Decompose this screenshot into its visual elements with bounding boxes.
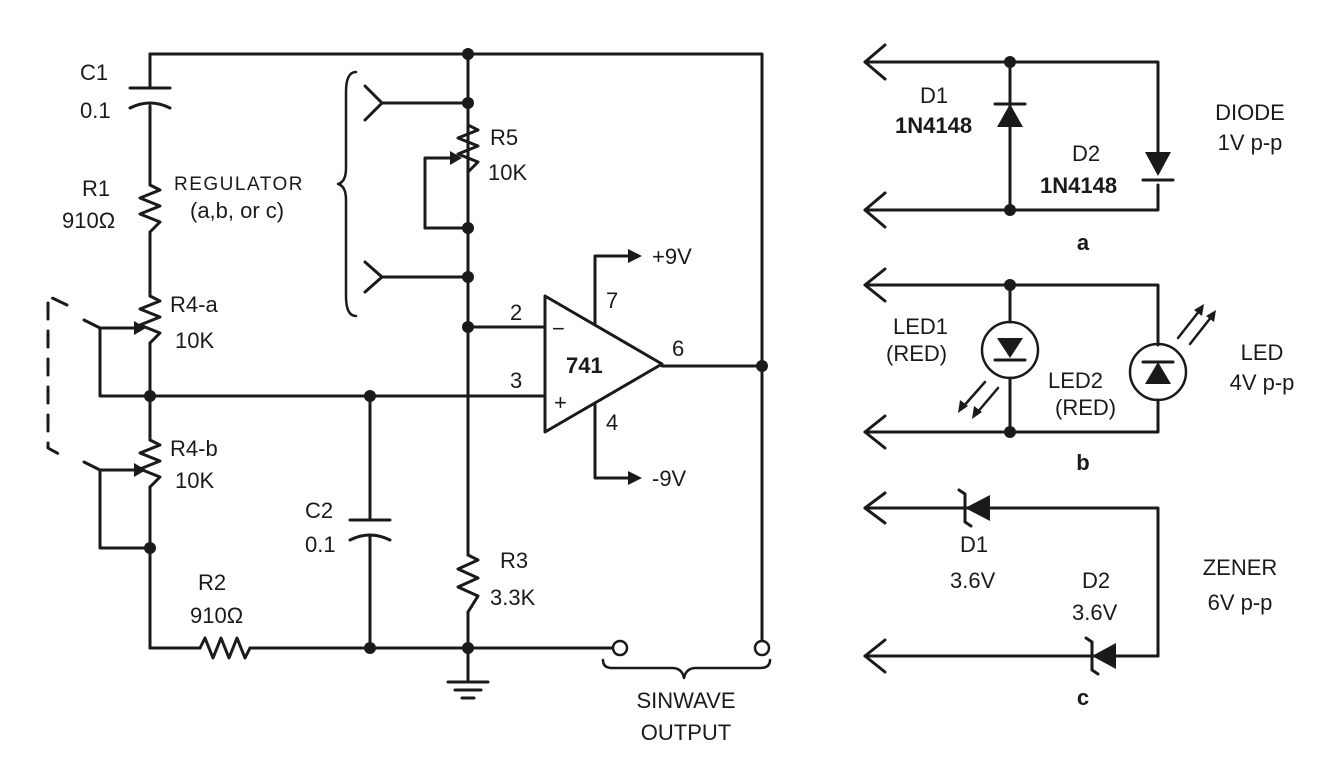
opamp-name: 741 bbox=[566, 353, 603, 378]
r3-name: R3 bbox=[500, 548, 528, 573]
b-led1-color: (RED) bbox=[886, 341, 947, 366]
junction-dots bbox=[144, 48, 768, 654]
r2-value: 910Ω bbox=[190, 603, 243, 628]
supply-negative: -9V bbox=[652, 466, 687, 491]
capacitor-c2: C2 0.1 bbox=[305, 394, 392, 650]
c-d2-name: D2 bbox=[1082, 568, 1110, 593]
a-type-label: DIODE bbox=[1215, 100, 1285, 125]
resistor-r1: R1 910Ω bbox=[62, 176, 162, 234]
c-type-label: ZENER bbox=[1203, 555, 1278, 580]
regulator-option-b: LED1 (RED) LED2 (RED) LED 4V p-p b bbox=[863, 267, 1295, 475]
b-led2-color: (RED) bbox=[1055, 395, 1116, 420]
c-tag: c bbox=[1077, 685, 1089, 710]
regulator-option-a: D1 1N4148 D2 1N4148 DIODE 1V p-p a bbox=[863, 43, 1285, 255]
b-type-label: LED bbox=[1241, 340, 1284, 365]
opamp-minus: − bbox=[552, 316, 565, 341]
regulator-brace bbox=[336, 70, 358, 318]
c2-name: C2 bbox=[305, 498, 333, 523]
supply-positive: +9V bbox=[652, 244, 692, 269]
opamp-pin-3: 3 bbox=[510, 368, 522, 393]
b-led2-name: LED2 bbox=[1048, 368, 1103, 393]
resistor-r3: R3 3.3K bbox=[456, 548, 536, 614]
c-d1-name: D1 bbox=[960, 532, 988, 557]
regulator-option-c: D1 3.6V D2 3.6V ZENER 6V p-p c bbox=[863, 488, 1278, 710]
c-level: 6V p-p bbox=[1208, 590, 1273, 615]
r2-name: R2 bbox=[198, 570, 226, 595]
r4b-value: 10K bbox=[175, 468, 214, 493]
led2 bbox=[1128, 304, 1216, 402]
a-d2-part: 1N4148 bbox=[1040, 173, 1117, 198]
opamp-plus: + bbox=[554, 390, 567, 415]
opamp-pin-7: 7 bbox=[606, 288, 618, 313]
opamp-pin-6: 6 bbox=[672, 336, 684, 361]
a-tag: a bbox=[1077, 230, 1090, 255]
c-d2-voltage: 3.6V bbox=[1072, 600, 1118, 625]
output-terminal-signal bbox=[753, 639, 771, 657]
diode-a-d2 bbox=[1141, 152, 1175, 182]
capacitor-c1: C1 0.1 bbox=[80, 60, 172, 123]
b-tag: b bbox=[1076, 450, 1089, 475]
potentiometer-r4a: R4-a 10K bbox=[82, 292, 218, 398]
a-d1-part: 1N4148 bbox=[895, 113, 972, 138]
output-label-line2: OUTPUT bbox=[641, 720, 731, 745]
ground-symbol bbox=[446, 680, 490, 700]
r5-value: 10K bbox=[488, 160, 527, 185]
r4a-name: R4-a bbox=[170, 292, 218, 317]
potentiometer-r4b: R4-b 10K bbox=[82, 436, 218, 550]
b-led1-name: LED1 bbox=[893, 314, 948, 339]
diode-a-d1 bbox=[993, 102, 1027, 127]
r5-name: R5 bbox=[490, 125, 518, 150]
resistor-r2: R2 910Ω bbox=[190, 570, 252, 660]
r4a-value: 10K bbox=[175, 328, 214, 353]
b-level: 4V p-p bbox=[1230, 370, 1295, 395]
regulator-connectors: REGULATOR (a,b, or c) bbox=[174, 70, 470, 318]
sinwave-output: SINWAVE OUTPUT bbox=[601, 639, 772, 745]
opamp-pin-4: 4 bbox=[606, 410, 618, 435]
r1-value: 910Ω bbox=[62, 208, 115, 233]
regulator-sublabel: (a,b, or c) bbox=[190, 198, 284, 223]
led1 bbox=[958, 320, 1040, 419]
c1-name: C1 bbox=[80, 60, 108, 85]
r1-name: R1 bbox=[82, 176, 110, 201]
output-brace bbox=[601, 658, 772, 680]
c1-value: 0.1 bbox=[80, 98, 111, 123]
c2-value: 0.1 bbox=[305, 532, 336, 557]
zener-c-d1 bbox=[957, 488, 990, 528]
r3-value: 3.3K bbox=[490, 585, 536, 610]
zener-c-d2 bbox=[1084, 636, 1116, 676]
opamp-pin-2: 2 bbox=[510, 300, 522, 325]
regulator-label: REGULATOR bbox=[174, 174, 304, 195]
output-label-line1: SINWAVE bbox=[636, 688, 735, 713]
r4b-name: R4-b bbox=[170, 436, 218, 461]
a-level: 1V p-p bbox=[1218, 130, 1283, 155]
potentiometer-r5: R5 10K bbox=[423, 103, 527, 230]
a-d1-name: D1 bbox=[920, 83, 948, 108]
main-circuit: C1 0.1 R1 910Ω R4-a 10K R4-b 10K bbox=[46, 48, 772, 745]
opamp-741: 2 3 − + 741 7 +9V 4 -9V 6 bbox=[466, 244, 764, 491]
a-d2-name: D2 bbox=[1072, 141, 1100, 166]
output-terminal-ground bbox=[611, 639, 629, 657]
c-d1-voltage: 3.6V bbox=[950, 568, 996, 593]
gang-link bbox=[46, 294, 69, 460]
